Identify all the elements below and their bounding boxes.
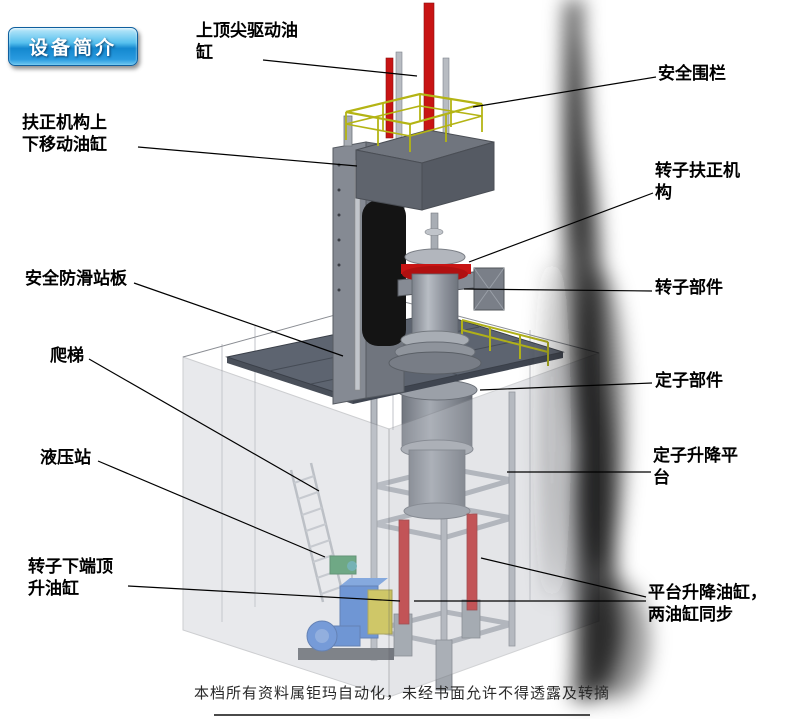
footer-disclaimer: 本档所有资料属钜玛自动化，未经书面允许不得透露及转摘	[193, 684, 610, 702]
safety-fence-shapes	[345, 92, 483, 152]
label-stator-component: 定子部件	[655, 371, 723, 391]
label-stator-lift-platform: 定子升降平 台	[653, 446, 738, 489]
label-centering-move-cylinder: 扶正机构上 下移动油缸	[22, 113, 107, 156]
hydraulic-station-shapes	[298, 555, 394, 660]
smoke-shadow	[540, 0, 650, 700]
title-badge-text: 设备简介	[28, 37, 117, 59]
label-rotor-component: 转子部件	[655, 278, 723, 298]
label-anti-slip-standing-plate: 安全防滑站板	[25, 269, 127, 289]
leader-lines	[88, 59, 657, 602]
stator-assembly	[396, 379, 478, 520]
label-ladder: 爬梯	[50, 346, 84, 366]
rotor-assembly-shapes	[388, 212, 482, 375]
label-hydraulic-station: 液压站	[40, 448, 91, 468]
label-rotor-centering-mechanism: 转子扶正机 构	[655, 161, 740, 204]
title-badge: 设备简介	[8, 27, 138, 66]
bottom-divider	[214, 714, 590, 716]
label-rotor-bottom-jack-cylinder: 转子下端顶 升油缸	[28, 557, 113, 600]
top-drive-cylinder-shapes	[385, 2, 450, 141]
label-top-drive-cylinder: 上顶尖驱动油 缸	[196, 21, 298, 64]
head-assembly-shapes	[355, 129, 495, 211]
label-platform-lift-cylinders: 平台升降油缸， 两油缸同步	[648, 583, 767, 626]
main-column-shapes	[332, 115, 406, 405]
label-safety-fence: 安全围栏	[658, 64, 726, 84]
platform-lift-cylinder-shapes	[393, 513, 481, 691]
